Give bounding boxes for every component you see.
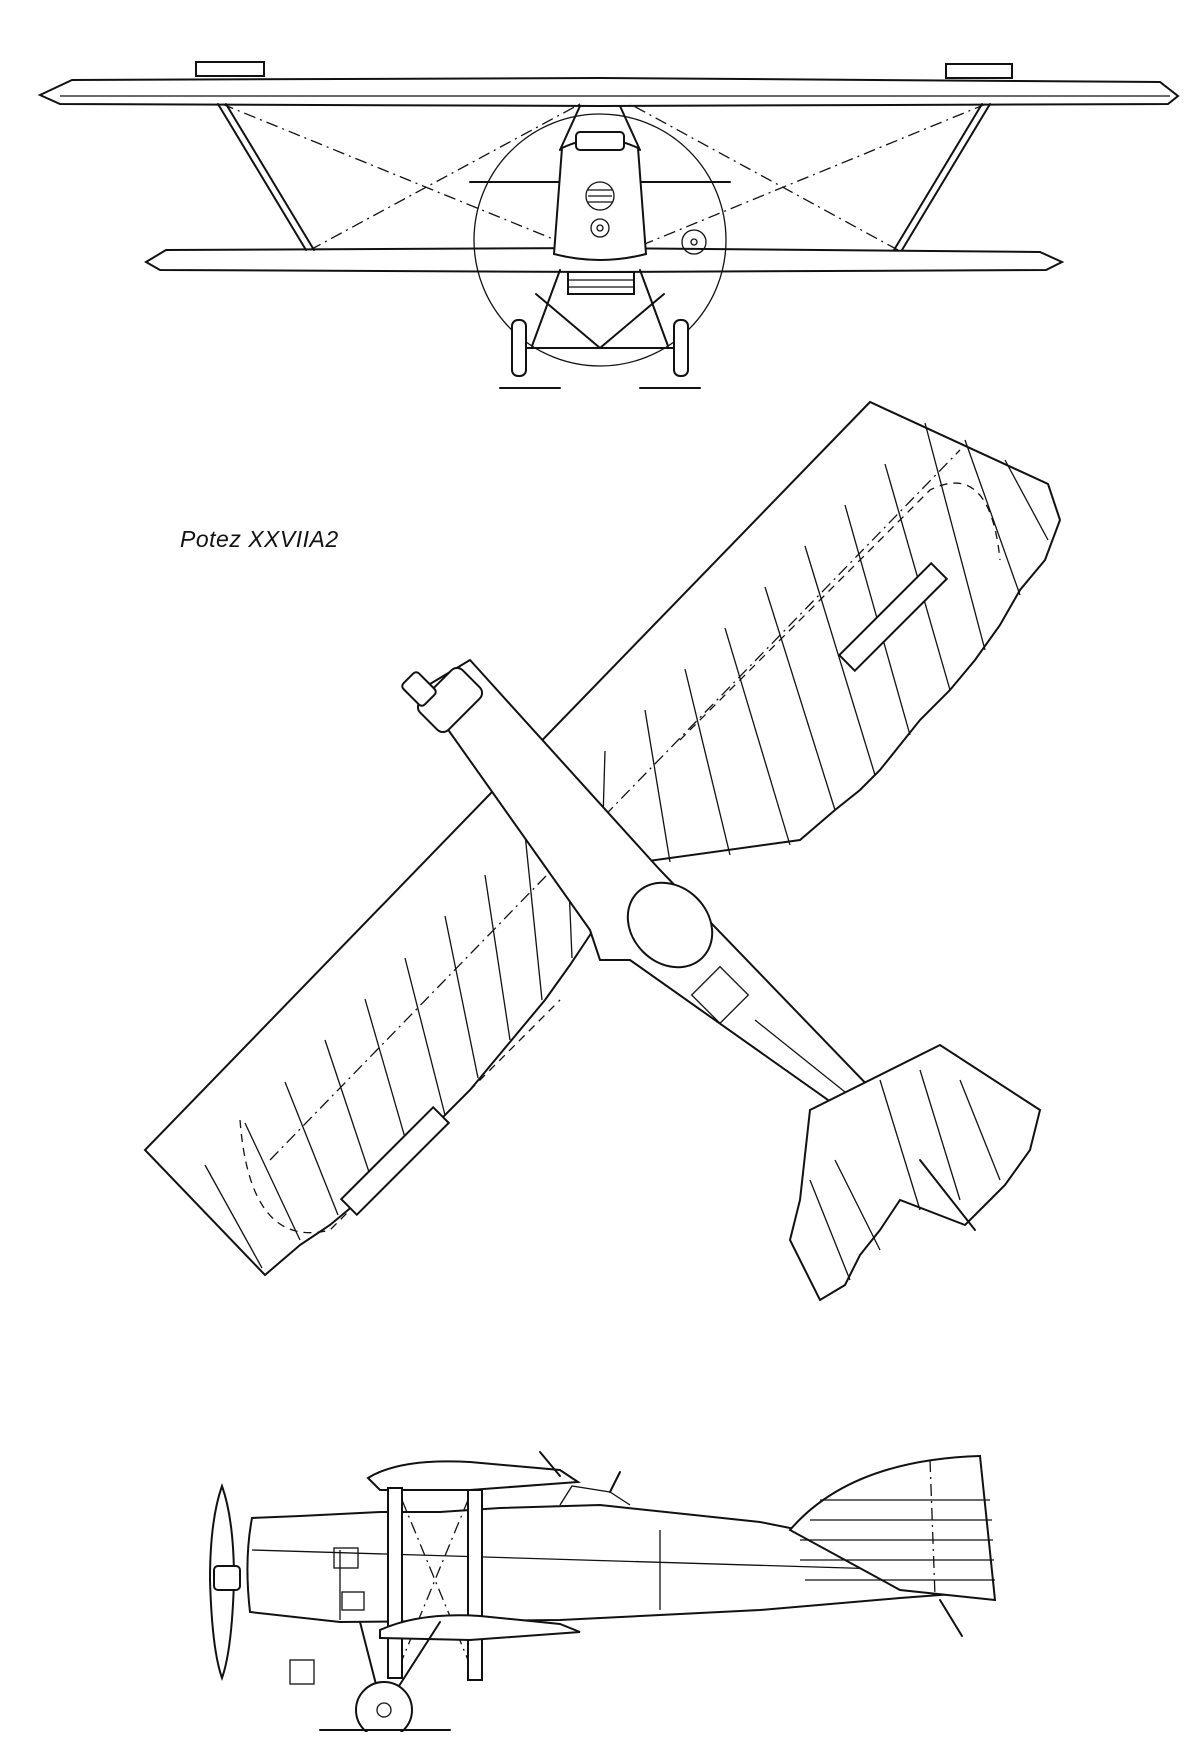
wheel-side (355, 1681, 413, 1737)
propeller-disc (473, 113, 727, 367)
spar-line (269, 449, 961, 1161)
front-view (37, 61, 1180, 389)
lower-wing-side (379, 1614, 581, 1642)
tailskid (939, 1599, 963, 1637)
engine-cowling-top (416, 666, 484, 734)
top-view (143, 400, 1062, 1302)
propeller-side (208, 1482, 241, 1681)
interplane-struts-front (217, 103, 991, 251)
rudder-top (919, 1159, 976, 1231)
fuselage-top (401, 658, 932, 1167)
upper-wing-side (366, 1451, 581, 1491)
cowl-hatch (333, 1547, 359, 1569)
exhaust-panel (289, 1659, 315, 1685)
engine-nose-front (552, 131, 707, 295)
wing-ribs (204, 422, 1049, 1269)
rear-cockpit-top (690, 965, 750, 1025)
ailerons (339, 561, 949, 1217)
undercarriage-front (499, 269, 701, 389)
tailplane-top (788, 1043, 1042, 1302)
propeller-hub-top (401, 671, 437, 707)
upper-wing-front (37, 61, 1180, 108)
undercarriage-side (319, 1621, 451, 1737)
aircraft-caption: Potez XXVIIA2 (180, 526, 339, 552)
tail-side (788, 1454, 997, 1637)
cockpit-top (626, 881, 714, 969)
lower-wing-outline-right (679, 482, 1001, 741)
cockpit-side (559, 1471, 631, 1506)
side-view (208, 1451, 997, 1737)
lower-wing-outline-left (239, 999, 561, 1234)
